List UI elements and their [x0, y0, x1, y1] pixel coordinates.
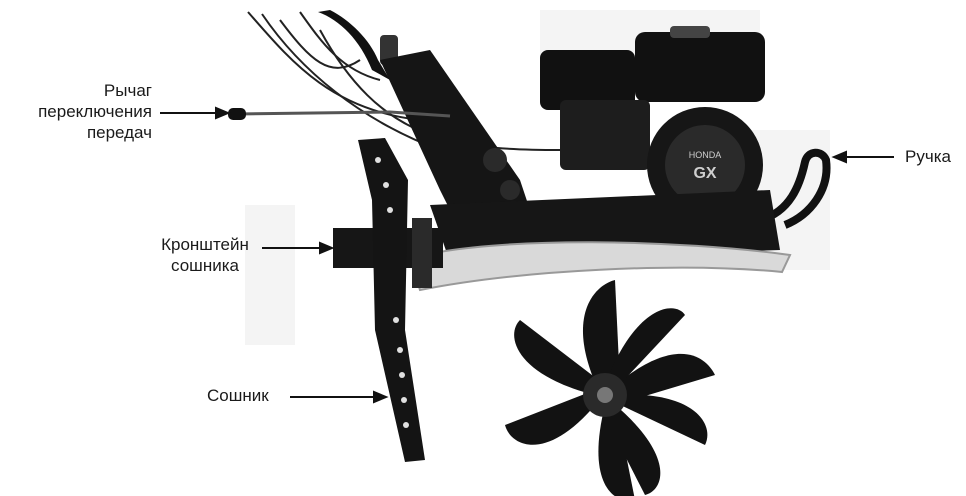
engine: HONDA GX — [540, 26, 765, 223]
gear-lever-rod — [237, 110, 451, 118]
arrowhead-coulter — [373, 390, 389, 404]
tiller-tines — [505, 280, 715, 496]
engine-logo-text: HONDA — [689, 150, 722, 160]
label-gear-lever: Рычаг переключения передач — [0, 80, 152, 143]
label-bracket: Кронштейн сошника — [145, 234, 265, 276]
coulter-blade — [358, 138, 425, 462]
frame-bolt — [500, 180, 520, 200]
frame-column — [380, 50, 540, 250]
arrowhead-handle — [831, 150, 847, 164]
coulter-holes — [375, 157, 409, 428]
arrowhead-gear-lever — [215, 106, 231, 120]
gear-lever-knob — [228, 108, 246, 120]
fuel-tank — [635, 32, 765, 102]
rear-handle — [758, 148, 831, 229]
label-handle: Ручка — [905, 147, 951, 166]
air-filter — [540, 50, 635, 110]
label-bracket-line-1: Кронштейн — [161, 235, 249, 254]
label-gear-lever-line-2: переключения — [38, 102, 152, 121]
arrowhead-bracket — [319, 241, 335, 255]
bracket-pin-housing — [412, 218, 432, 288]
fuel-cap — [670, 26, 710, 38]
handlebar-grip — [318, 10, 390, 80]
arrows — [160, 106, 894, 404]
label-gear-lever-line-3: передач — [86, 123, 152, 142]
carburetor — [560, 100, 650, 170]
label-gear-lever-line-1: Рычаг — [103, 81, 152, 100]
engine-model-text: GX — [693, 165, 716, 182]
starter-cover — [665, 125, 745, 205]
tine-shield — [408, 241, 792, 292]
frame-bolt — [483, 148, 507, 172]
label-coulter: Сошник — [207, 386, 269, 405]
label-bracket-line-2: сошника — [171, 256, 239, 275]
background-panel-left — [245, 205, 295, 345]
